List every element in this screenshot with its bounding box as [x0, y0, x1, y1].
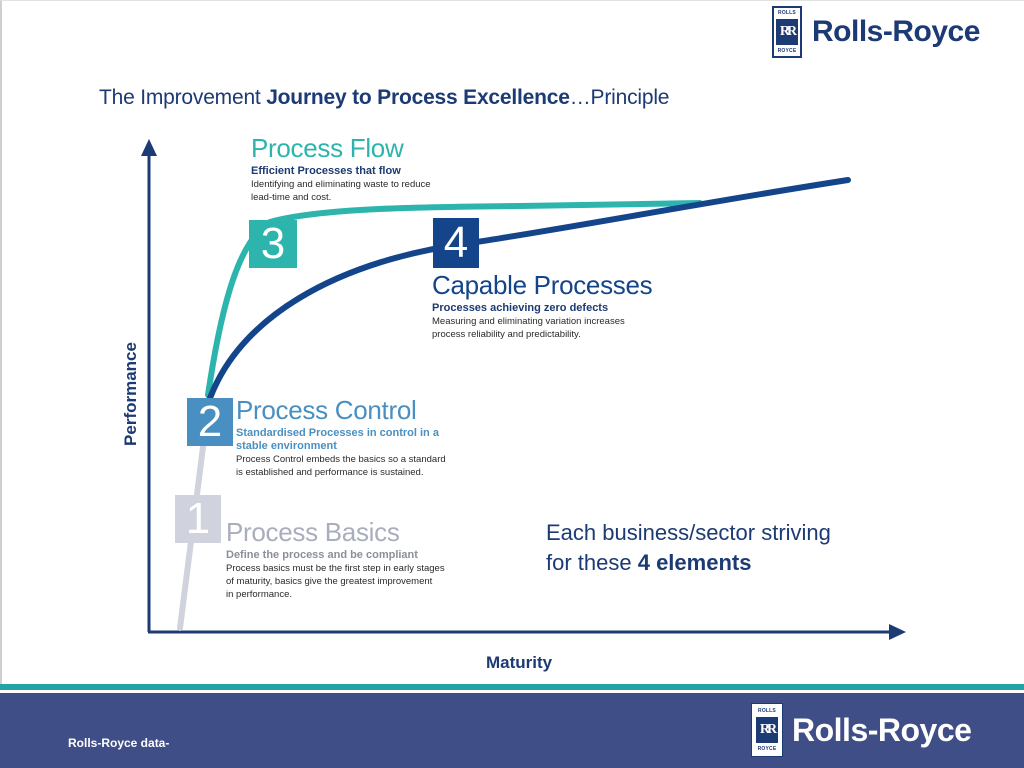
brand-wordmark: Rolls-Royce — [792, 711, 972, 748]
stage-subtitle-line: Standardised Processes in control in a — [236, 427, 439, 439]
stage-title: Process Control — [236, 395, 417, 425]
footer-text: Rolls-Royce data- — [68, 736, 170, 750]
brand-wordmark: Rolls-Royce — [812, 15, 980, 48]
stage-desc-line: lead-time and cost. — [251, 192, 332, 203]
badge-bottom-word: ROYCE — [777, 48, 797, 54]
stage-desc-line: process reliability and predictability. — [432, 329, 581, 340]
footer-bar — [0, 690, 1024, 768]
stage-desc-line: is established and performance is sustai… — [236, 467, 424, 478]
stage-desc-line: Process Control embeds the basics so a s… — [236, 454, 446, 465]
callout-line-1: Each business/sector striving — [546, 520, 831, 545]
stage-subtitle: Define the process and be compliant — [226, 549, 418, 561]
y-axis-arrow — [141, 139, 157, 156]
stage-subtitle: Processes achieving zero defects — [432, 302, 609, 314]
title-part-1: The Improvement — [99, 86, 267, 109]
x-axis-label: Maturity — [486, 653, 553, 672]
process-flow-curve — [205, 200, 703, 398]
stage-subtitle: Efficient Processes that flow — [251, 165, 401, 177]
stage-desc-line: Measuring and eliminating variation incr… — [432, 316, 625, 327]
stage-capable-processes: Capable Processes Processes achieving ze… — [432, 270, 653, 341]
x-axis-arrow — [889, 624, 906, 640]
title-part-3: …Principle — [569, 86, 670, 109]
callout-prefix: for these — [546, 550, 638, 575]
callout-line-2: for these 4 elements — [546, 548, 831, 578]
stage-desc-line: of maturity, basics give the greatest im… — [226, 576, 433, 587]
badge-top-word: ROLLS — [778, 10, 796, 16]
slide-canvas — [0, 0, 1024, 684]
stage-desc-line: Process basics must be the first step in… — [226, 563, 445, 574]
stage-3-number: 3 — [249, 220, 297, 268]
badge-monogram: RR — [776, 19, 798, 45]
rr-badge-icon: ROLLS RR ROYCE — [751, 703, 783, 757]
stage-desc-line: in performance. — [226, 589, 293, 600]
stage-4-number: 4 — [433, 218, 479, 268]
stage-process-control: Process Control Standardised Processes i… — [236, 395, 446, 479]
stage-process-flow: Process Flow Efficient Processes that fl… — [251, 133, 431, 204]
badge-top-word: ROLLS — [758, 708, 776, 714]
callout-bold: 4 elements — [637, 550, 752, 575]
slide-title: The Improvement Journey to Process Excel… — [99, 86, 669, 110]
journey-diagram — [141, 139, 906, 640]
stage-title: Process Flow — [251, 133, 404, 163]
rr-badge-icon: ROLLS RR ROYCE — [772, 6, 802, 58]
stage-title: Capable Processes — [432, 270, 653, 300]
rolls-royce-logo-top: ROLLS RR ROYCE Rolls-Royce — [772, 6, 980, 58]
footer-accent-band — [0, 684, 1024, 690]
callout-text: Each business/sector striving for these … — [546, 518, 831, 578]
y-axis-label: Performance — [121, 342, 140, 446]
stage-desc-line: Identifying and eliminating waste to red… — [251, 179, 431, 190]
stage-title: Process Basics — [226, 517, 400, 547]
badge-monogram: RR — [756, 717, 778, 743]
rolls-royce-logo-bottom: ROLLS RR ROYCE Rolls-Royce — [751, 703, 972, 757]
stage-2-number: 2 — [187, 398, 233, 446]
stage-1-number: 1 — [175, 495, 221, 543]
stage-process-basics: Process Basics Define the process and be… — [226, 517, 445, 601]
badge-bottom-word: ROYCE — [757, 746, 777, 752]
stage-subtitle-line: stable environment — [236, 440, 337, 452]
title-part-2: Journey to Process Excellence — [266, 86, 570, 109]
